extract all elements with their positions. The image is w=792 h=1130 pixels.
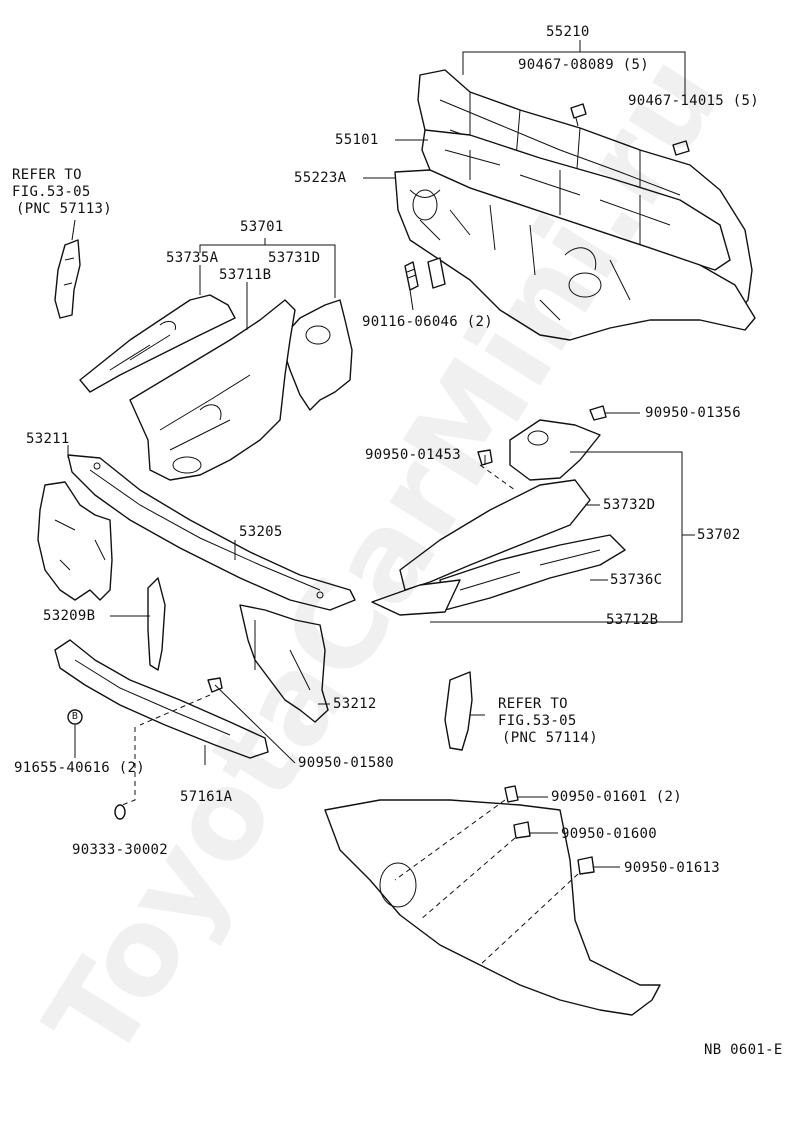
apron-53731d xyxy=(279,299,353,411)
grommet-90950-01600 xyxy=(513,821,531,839)
label-90467-14015: 90467-14015 (5) xyxy=(628,93,759,109)
label-90467-08089: 90467-08089 (5) xyxy=(518,57,649,73)
circle-b-marker xyxy=(67,709,83,725)
label-90950-01613: 90950-01613 xyxy=(624,860,721,876)
diagram-code: NB 0601-E xyxy=(704,1042,783,1058)
bracket-53209b xyxy=(147,577,166,671)
bracket-57114 xyxy=(444,671,473,751)
member-57161a xyxy=(54,639,269,759)
label-90950-01356: 90950-01356 xyxy=(645,405,742,421)
label-90950-01580: 90950-01580 xyxy=(298,755,395,771)
apron-53732d xyxy=(399,419,601,591)
bracket-53211 xyxy=(37,481,113,601)
leader-lines xyxy=(67,40,695,966)
label-53731d: 53731D xyxy=(268,250,321,266)
label-53736c: 53736C xyxy=(610,572,663,588)
plug-90333-30002 xyxy=(114,804,126,820)
label-53735a: 53735A xyxy=(166,250,219,266)
bolt-90467-14015 xyxy=(672,140,690,156)
bracket-53212 xyxy=(239,604,329,723)
crossmember-53205 xyxy=(67,454,356,611)
label-53702: 53702 xyxy=(697,527,741,543)
grommet-90950-01601 xyxy=(504,785,519,803)
apron-53711b xyxy=(129,299,296,481)
label-90333-30002: 90333-30002 xyxy=(72,842,169,858)
bolt-90467-08089 xyxy=(570,103,587,127)
label-53711b: 53711B xyxy=(219,267,272,283)
label-53205: 53205 xyxy=(239,524,283,540)
apron-53736c xyxy=(439,534,626,611)
label-90950-01601: 90950-01601 (2) xyxy=(551,789,682,805)
label-90116-06046: 90116-06046 (2) xyxy=(362,314,493,330)
silencer-55223a xyxy=(394,169,756,341)
label-refer-57114-line1: REFER TO xyxy=(498,696,568,712)
label-90950-01600: 90950-01600 xyxy=(561,826,658,842)
label-55210: 55210 xyxy=(546,24,590,40)
label-refer-57114-line3: (PNC 57114) xyxy=(502,730,599,746)
label-55223a: 55223A xyxy=(294,170,347,186)
label-53701: 53701 xyxy=(240,219,284,235)
clip-90950-01356 xyxy=(589,405,607,421)
label-91655-40616: 91655-40616 (2) xyxy=(14,760,145,776)
bracket-57113 xyxy=(54,239,81,319)
label-refer-57114-line2: FIG.53-05 xyxy=(498,713,577,729)
label-53209b: 53209B xyxy=(43,608,96,624)
label-53211: 53211 xyxy=(26,431,70,447)
grommet-90950-01613 xyxy=(577,856,595,875)
label-53732d: 53732D xyxy=(603,497,656,513)
label-53212: 53212 xyxy=(333,696,377,712)
stud-90116-06046 xyxy=(404,257,446,291)
label-57161a: 57161A xyxy=(180,789,233,805)
label-53712b: 53712B xyxy=(606,612,659,628)
floor-silencer xyxy=(324,799,661,1016)
label-refer-57113-line1: REFER TO xyxy=(12,167,82,183)
apron-53735a xyxy=(79,294,236,393)
label-refer-57113-line2: FIG.53-05 xyxy=(12,184,91,200)
label-refer-57113-line3: (PNC 57113) xyxy=(16,201,113,217)
apron-53712b xyxy=(371,579,461,616)
label-circle-b: B xyxy=(71,711,79,722)
label-90950-01453: 90950-01453 xyxy=(365,447,462,463)
label-55101: 55101 xyxy=(335,132,379,148)
